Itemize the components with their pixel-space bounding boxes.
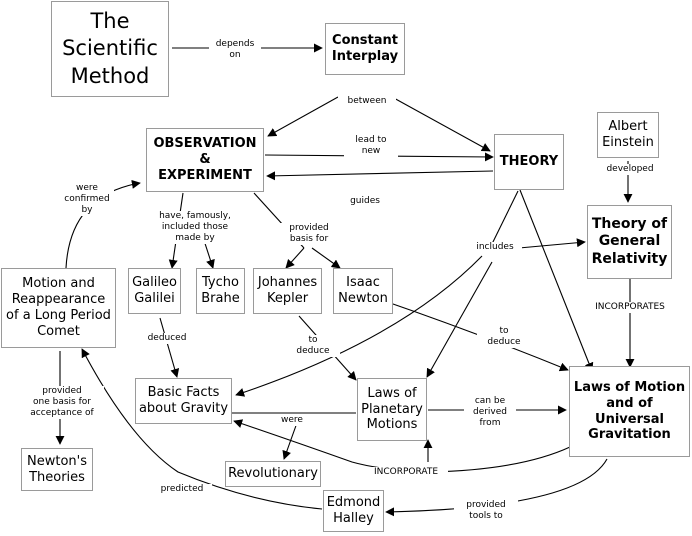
node-tycho[interactable]: Tycho Brahe: [196, 268, 245, 314]
label-have-famously: have, famously, included those made by: [149, 211, 241, 244]
label-between: between: [338, 96, 396, 107]
label-developed: developed: [600, 164, 660, 175]
label-were: were: [274, 415, 310, 426]
edge-theory-includes: [489, 190, 519, 249]
label-lead-to-new: lead to new: [344, 135, 398, 157]
node-observation-experiment[interactable]: OBSERVATION & EXPERIMENT: [146, 128, 264, 192]
node-general-relativity[interactable]: Theory of General Relativity: [587, 205, 672, 279]
edge-were-revolutionary: [282, 419, 299, 460]
edge-includes-relativity: [518, 238, 586, 249]
label-were-confirmed-by: were confirmed by: [60, 183, 114, 216]
edge-halley-comet: [81, 348, 323, 510]
label-provided-tools: provided tools to: [454, 500, 518, 522]
label-includes: includes: [468, 242, 522, 253]
edge-observation-kepler: [285, 247, 305, 269]
node-constant-interplay[interactable]: Constant Interplay: [325, 23, 405, 75]
label-predicted: predicted: [152, 484, 212, 495]
node-universal-gravitation[interactable]: Laws of Motion and of Universal Gravitat…: [569, 366, 690, 457]
node-theory[interactable]: THEORY: [494, 134, 564, 190]
label-to-deduce-left: to deduce: [286, 335, 340, 357]
edge-universal-halley: [385, 458, 608, 517]
edge-includes-planetary: [426, 261, 493, 378]
node-newtons-theories[interactable]: Newton's Theories: [21, 448, 93, 491]
node-kepler[interactable]: Johannes Kepler: [253, 268, 322, 314]
edge-includes-universal: [519, 189, 594, 372]
node-galileo[interactable]: Galileo Galilei: [128, 268, 181, 314]
node-gravity-facts[interactable]: Basic Facts about Gravity: [135, 378, 232, 424]
edge-includes-gravity: [235, 255, 483, 397]
edge-interplay-observation: [267, 96, 339, 137]
label-to-deduce-right: to deduce: [477, 326, 531, 348]
edge-interplay-theory: [391, 96, 491, 152]
label-can-be-derived: can be derived from: [464, 396, 516, 429]
label-provided-basis: provided basis for: [280, 223, 338, 245]
edge-newton-universal: [363, 293, 569, 372]
node-albert-einstein[interactable]: Albert Einstein: [597, 112, 659, 158]
label-depends-on: depends on: [209, 39, 261, 61]
label-guides: guides: [342, 196, 388, 207]
label-incorporates-upper: INCORPORATES: [584, 302, 676, 313]
label-provided-one-basis: provided one basis for acceptance of: [20, 386, 104, 419]
node-revolutionary[interactable]: Revolutionary: [225, 461, 321, 487]
edge-observation-newton: [311, 247, 341, 269]
edge-theory-observation: [266, 170, 494, 181]
node-halley[interactable]: Edmond Halley: [323, 490, 384, 532]
node-motion-comet[interactable]: Motion and Reappearance of a Long Period…: [1, 268, 116, 348]
label-incorporate: INCORPORATE: [364, 467, 448, 478]
edge-galileo-gravity: [159, 317, 180, 378]
node-planetary-laws[interactable]: Laws of Planetary Motions: [357, 378, 427, 441]
label-deduced: deduced: [140, 333, 194, 344]
node-newton[interactable]: Isaac Newton: [333, 268, 393, 314]
node-scientific-method[interactable]: The Scientific Method: [51, 1, 169, 97]
